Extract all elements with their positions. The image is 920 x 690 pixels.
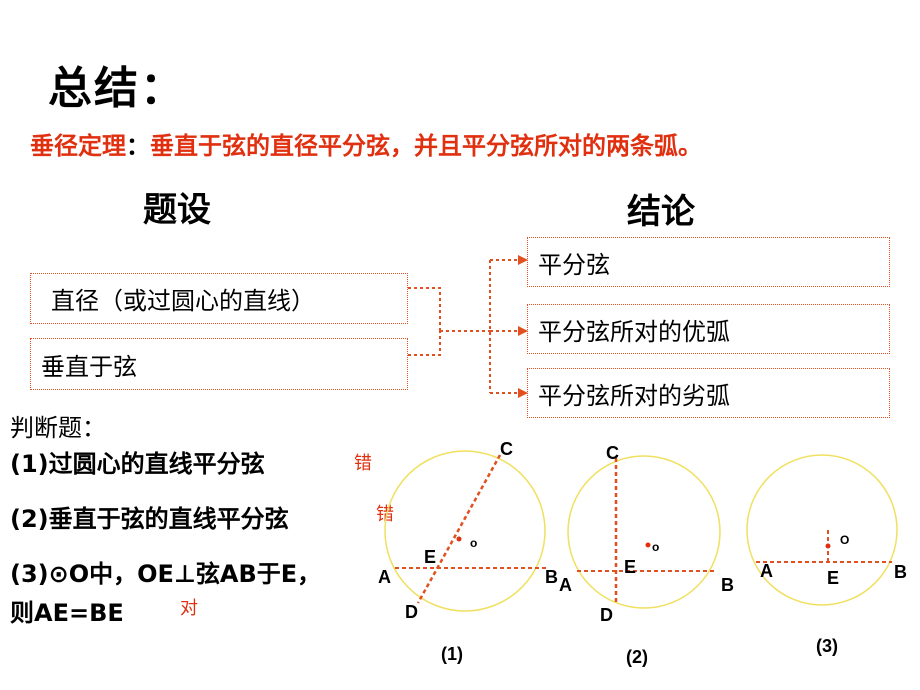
label-a-1: A: [378, 567, 391, 587]
label-d-1: D: [405, 602, 418, 622]
theorem-label: 垂径定理: [30, 132, 126, 160]
answer-1: 错: [354, 453, 372, 474]
circle-2: [567, 455, 721, 609]
label-b-2: B: [721, 575, 734, 595]
theorem-statement: 垂径定理：垂直于弦的直径平分弦，并且平分弦所对的两条弧。: [30, 126, 702, 161]
question-3-line-2: 则AE=BE: [10, 599, 124, 627]
label-o-1: o: [470, 536, 477, 550]
figure-1: C D E A B o (1): [378, 439, 558, 664]
conclusion-heading: 结论: [627, 192, 695, 232]
premise-box-diameter: 直径（或过圆心的直线）: [30, 273, 408, 324]
question-3-line-1: (3)⊙O中，OE⊥弦AB于E，: [10, 560, 322, 588]
figure-3: O E A B (3): [746, 454, 907, 656]
answer-3: 对: [180, 598, 198, 619]
center-dot-2: [645, 542, 651, 548]
conclusion-box-major-arc: 平分弦所对的优弧: [527, 304, 890, 354]
circle-3: [746, 454, 898, 606]
label-d-2: D: [600, 605, 613, 625]
caption-1: (1): [441, 644, 463, 664]
answer-2: 错: [376, 504, 394, 525]
figure-2: C D E A B o (2): [559, 443, 734, 667]
caption-3: (3): [816, 636, 838, 656]
conclusion-box-minor-arc: 平分弦所对的劣弧: [527, 368, 890, 418]
label-c-2: C: [606, 443, 619, 463]
connector-from-premise-2: [408, 331, 441, 356]
label-c-1: C: [500, 439, 513, 459]
connector-lines: [408, 255, 528, 398]
circle-1: [384, 450, 546, 612]
caption-2: (2): [626, 647, 648, 667]
label-a-2: A: [559, 575, 572, 595]
label-b-1: B: [545, 567, 558, 587]
label-e-1: E: [424, 547, 436, 567]
theorem-text: 垂直于弦的直径平分弦，并且平分弦所对的两条弧。: [150, 132, 702, 160]
theorem-colon: ：: [126, 132, 150, 160]
label-e-3: E: [827, 568, 839, 588]
judgement-title: 判断题：: [10, 414, 106, 442]
connector-from-premise-1: [408, 287, 441, 331]
page-title: 总结：: [48, 63, 186, 114]
question-1: (1)过圆心的直线平分弦: [10, 450, 265, 478]
center-dot-1: [456, 536, 462, 542]
line-cd-1: [416, 454, 502, 604]
premise-heading: 题设: [143, 190, 211, 230]
label-o-2: o: [652, 540, 659, 554]
label-b-3: B: [894, 562, 907, 582]
label-o-3: O: [840, 533, 849, 547]
question-2: (2)垂直于弦的直线平分弦: [10, 505, 289, 533]
label-e-2: E: [624, 557, 636, 577]
label-a-3: A: [760, 561, 773, 581]
premise-box-perpendicular: 垂直于弦: [30, 338, 408, 390]
center-dot-3: [825, 543, 831, 549]
conclusion-box-bisect-chord: 平分弦: [527, 237, 890, 287]
